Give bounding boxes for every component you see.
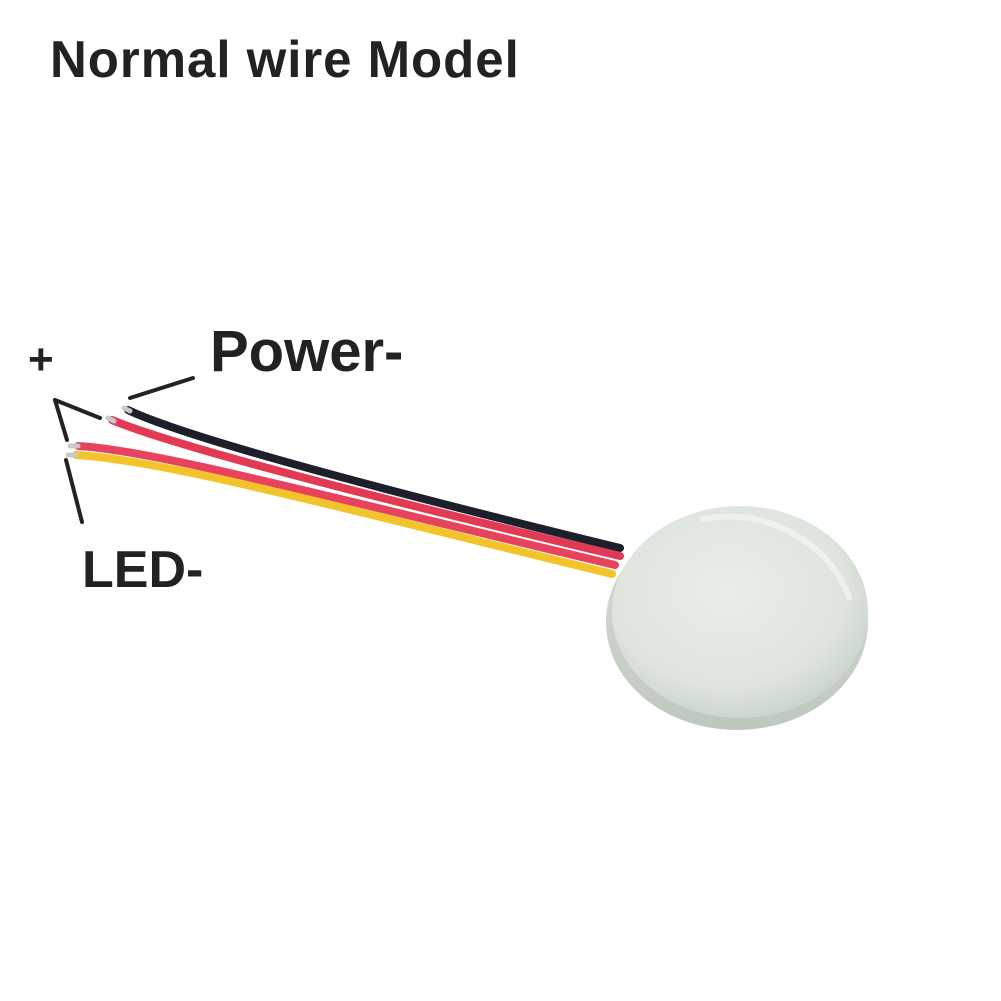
red-wire-lower [74, 442, 619, 569]
led-minus-label: LED- [82, 541, 204, 599]
plus-pointer-line-1 [53, 398, 102, 420]
wire-tip [105, 415, 117, 424]
puck-highlight [699, 513, 853, 601]
plus-pointer-line-2 [53, 398, 69, 442]
page-title: Normal wire Model [50, 31, 520, 89]
pointer-lines [53, 376, 195, 524]
power-minus-label: Power- [210, 319, 404, 384]
red-wire-upper [108, 416, 624, 560]
power-pointer-line [128, 376, 195, 400]
black-wire [124, 406, 624, 552]
led-pointer-line [64, 458, 84, 524]
plus-label: + [28, 335, 54, 384]
sensor-puck [606, 506, 868, 730]
puck-face [612, 506, 868, 718]
wire-tip [121, 405, 133, 414]
yellow-wire [72, 451, 616, 578]
wire-bundle [65, 405, 624, 578]
